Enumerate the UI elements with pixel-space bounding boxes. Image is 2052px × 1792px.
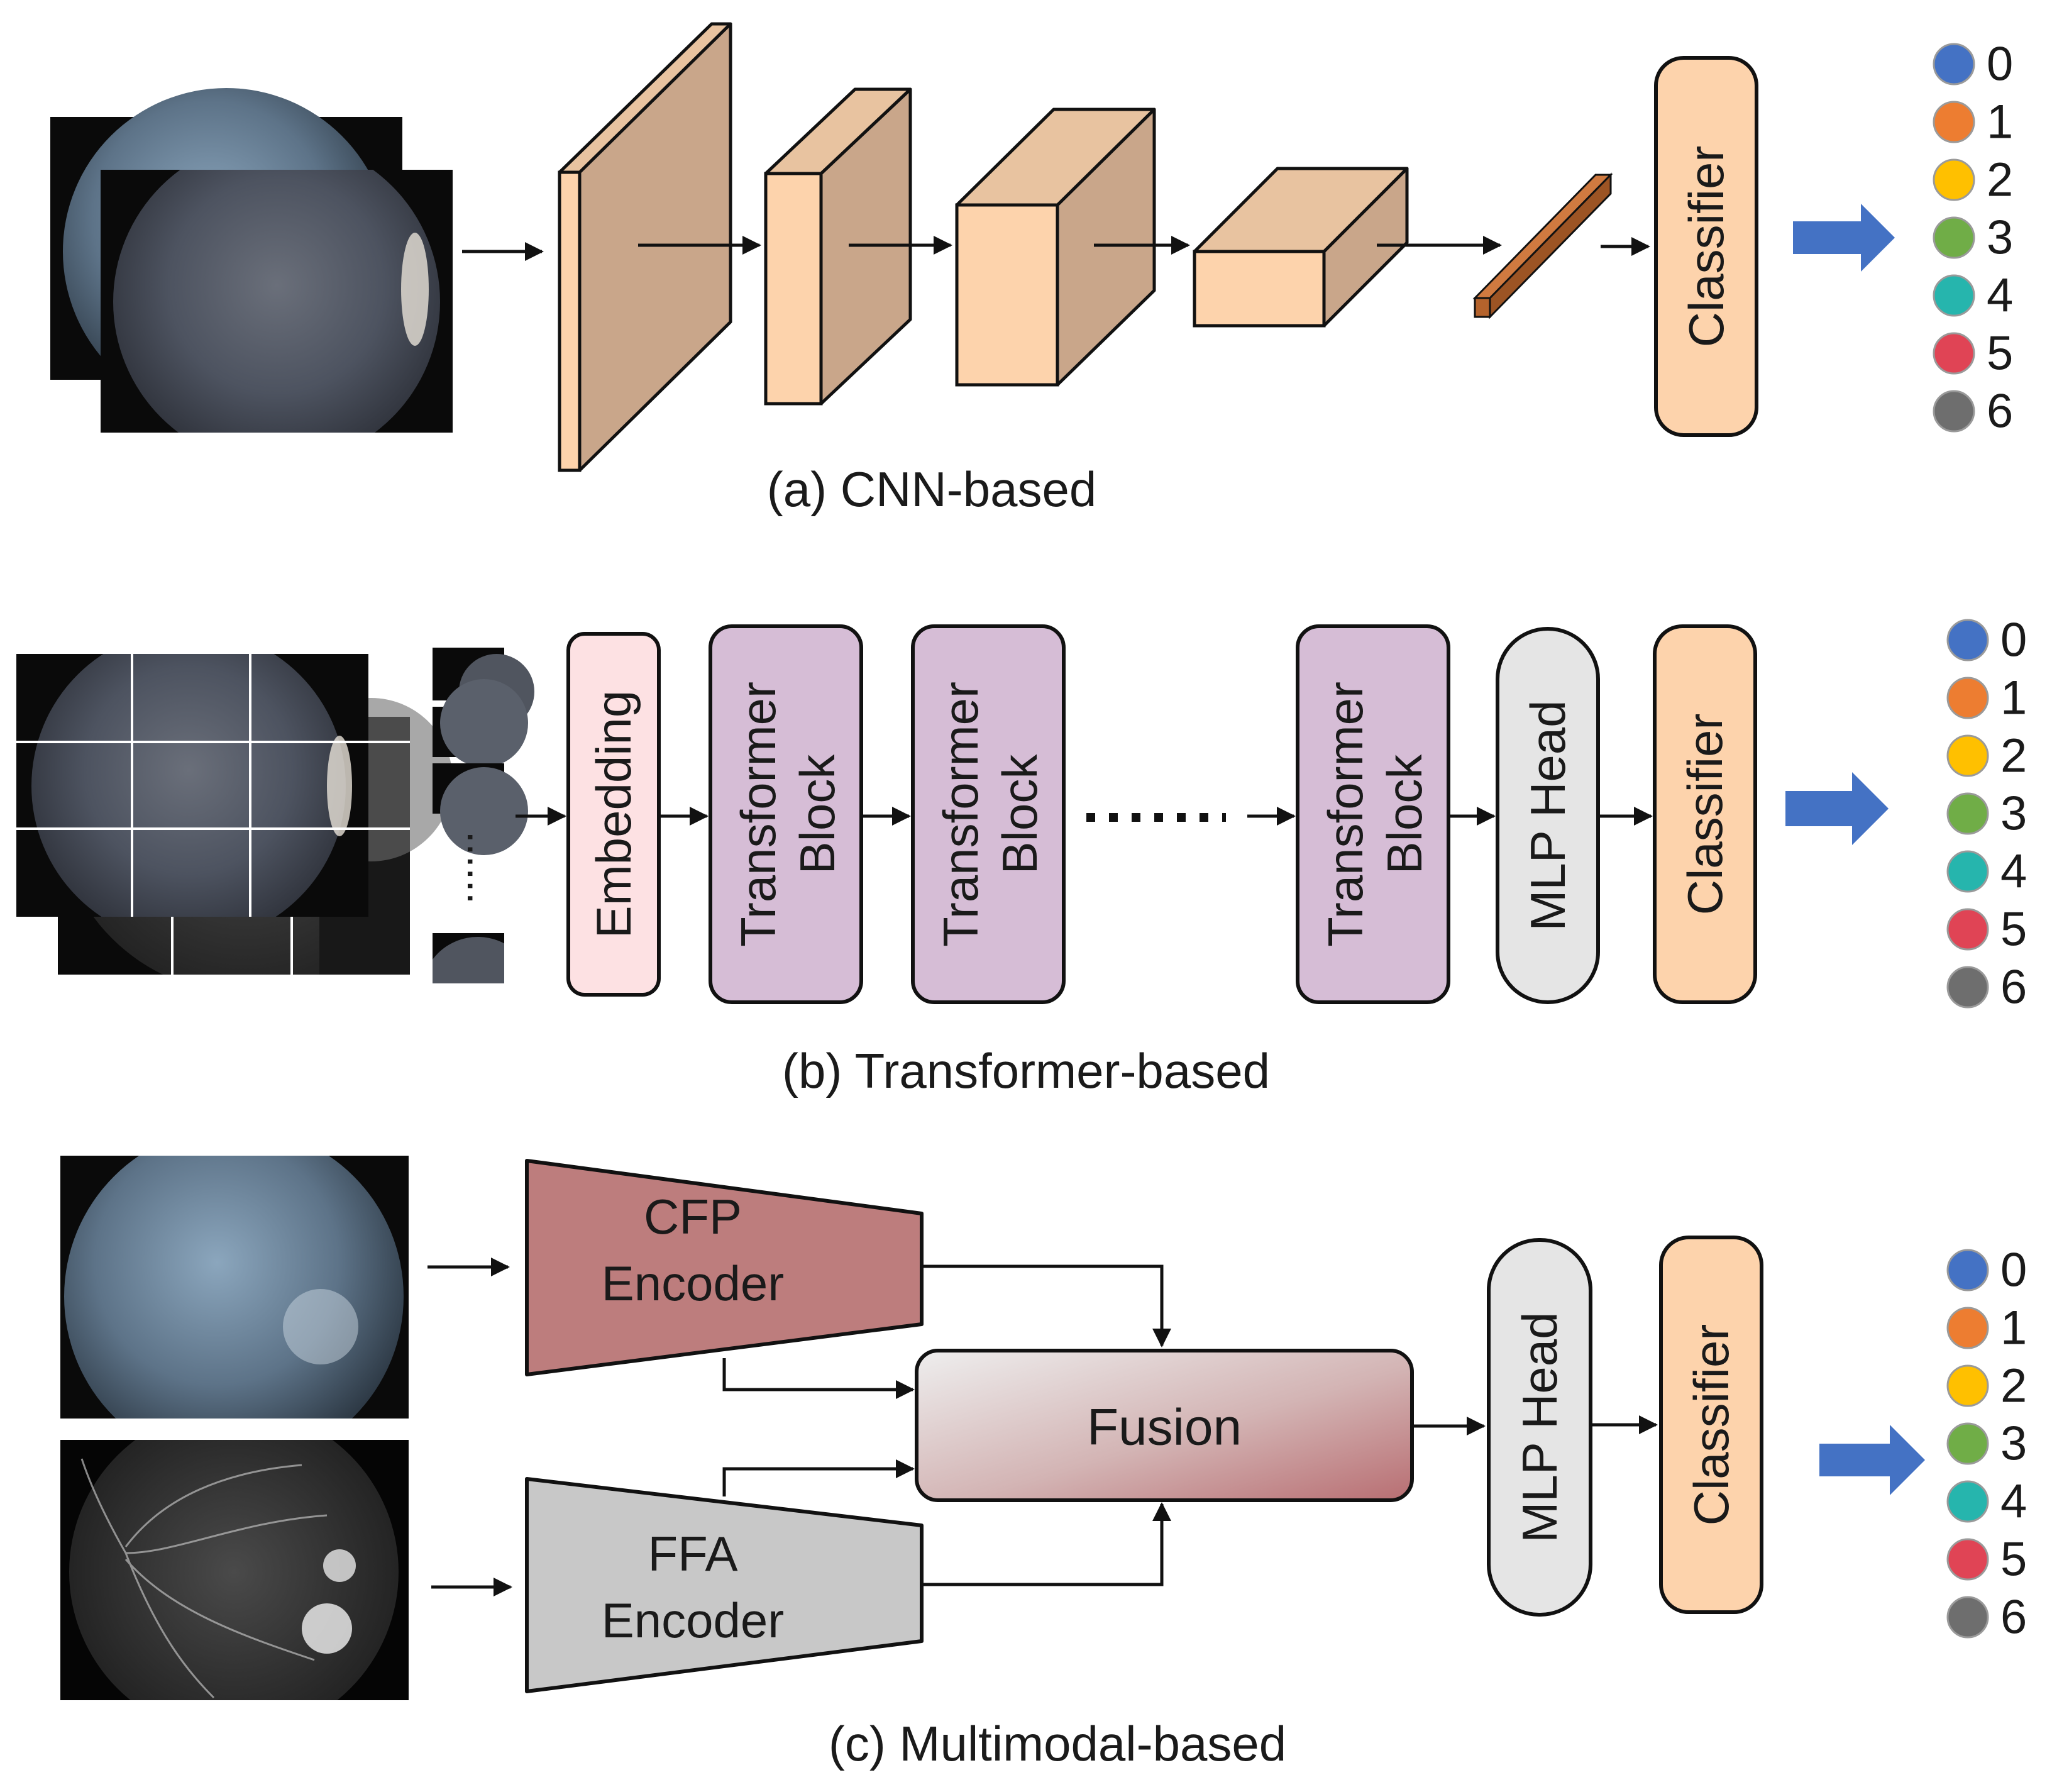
mlp-head-block-b: MLP Head xyxy=(1496,627,1600,1004)
ffa-encoder-line1: FFA xyxy=(648,1526,737,1581)
class-dot-0 xyxy=(1946,1249,1989,1291)
class-label-1: 1 xyxy=(2000,1302,2027,1355)
transformer-label-line2: Block xyxy=(1377,754,1432,875)
connector-cfp-bottom xyxy=(722,1358,915,1399)
class-label-1: 1 xyxy=(2000,672,2027,725)
transformer-block-1: Transformer Block xyxy=(709,624,863,1004)
class-label-3: 3 xyxy=(1987,211,2013,265)
transformer-label-line1: Transformer xyxy=(1318,682,1373,947)
class-dot-4 xyxy=(1946,850,1989,893)
cfp-encoder-line1: CFP xyxy=(644,1189,742,1244)
class-label-2: 2 xyxy=(1987,153,2013,207)
class-dot-5 xyxy=(1946,1538,1989,1581)
classifier-label: Classifier xyxy=(1677,714,1733,915)
patch-sequence: ...... xyxy=(433,648,534,983)
cnn-layer-2 xyxy=(764,87,912,406)
class-dot-6 xyxy=(1946,966,1989,1009)
transformer-label-line1: Transformer xyxy=(731,682,786,947)
mlp-head-label: MLP Head xyxy=(1512,1312,1567,1542)
mlp-head-label: MLP Head xyxy=(1520,700,1575,931)
mlp-head-block-c: MLP Head xyxy=(1487,1238,1592,1617)
panel-a-cnn: Classifier (a) CNN-based xyxy=(50,22,1895,517)
class-label-6: 6 xyxy=(1987,385,2013,438)
class-dot-4 xyxy=(1946,1480,1989,1523)
cfp-image xyxy=(60,1156,409,1419)
class-dot-6 xyxy=(1946,1596,1989,1639)
class-label-0: 0 xyxy=(1987,38,2013,91)
connector-ffa-top xyxy=(722,1459,915,1496)
ffa-encoder: FFA Encoder xyxy=(525,1477,924,1693)
fundus-image-stack-a xyxy=(50,88,453,433)
feature-vector xyxy=(1472,172,1613,319)
class-label-5: 5 xyxy=(2000,903,2027,956)
panel-c-multimodal: CFP Encoder FFA Encoder Fusion MLP Head … xyxy=(60,1156,1925,1771)
ffa-image xyxy=(60,1440,409,1700)
transformer-block-2: Transformer Block xyxy=(911,624,1066,1004)
connector-cfp-top xyxy=(922,1264,1171,1347)
class-label-0: 0 xyxy=(2000,614,2027,667)
output-arrow-a xyxy=(1793,204,1895,272)
class-dot-6 xyxy=(1933,390,1975,433)
class-label-4: 4 xyxy=(1987,269,2013,323)
class-label-3: 3 xyxy=(2000,787,2027,841)
class-label-5: 5 xyxy=(2000,1533,2027,1586)
transformer-label-line2: Block xyxy=(790,754,845,875)
class-label-3: 3 xyxy=(2000,1417,2027,1471)
class-dot-3 xyxy=(1933,216,1975,259)
fusion-label: Fusion xyxy=(1087,1399,1242,1456)
output-arrow-c xyxy=(1819,1425,1925,1495)
caption-b: (b) Transformer-based xyxy=(782,1043,1270,1098)
fundus-image-patch-grid xyxy=(16,654,453,975)
class-dot-3 xyxy=(1946,1422,1989,1465)
cnn-layer-3 xyxy=(955,108,1156,387)
classifier-block-b: Classifier xyxy=(1653,624,1757,1004)
cnn-layer-4 xyxy=(1193,167,1409,328)
patch-ellipsis: ...... xyxy=(458,831,507,905)
class-label-4: 4 xyxy=(2000,1475,2027,1529)
connector-ffa-bottom xyxy=(922,1502,1171,1586)
class-label-1: 1 xyxy=(1987,96,2013,149)
class-label-6: 6 xyxy=(2000,1591,2027,1644)
classifier-block-a: Classifier xyxy=(1654,56,1758,437)
transformer-label-line1: Transformer xyxy=(933,682,988,947)
panel-b-transformer: ...... Embedding Transformer Block Trans… xyxy=(16,624,1889,1098)
class-dot-1 xyxy=(1933,101,1975,143)
ffa-encoder-line2: Encoder xyxy=(602,1593,785,1648)
classifier-label: Classifier xyxy=(1679,146,1734,348)
caption-c: (c) Multimodal-based xyxy=(829,1716,1286,1771)
class-dot-1 xyxy=(1946,677,1989,719)
class-dot-5 xyxy=(1933,332,1975,375)
class-label-0: 0 xyxy=(2000,1244,2027,1297)
cfp-encoder-line2: Encoder xyxy=(602,1256,785,1311)
classifier-block-c: Classifier xyxy=(1659,1236,1763,1614)
class-label-5: 5 xyxy=(1987,327,2013,380)
embedding-label: Embedding xyxy=(586,690,641,939)
transformer-block-n: Transformer Block xyxy=(1296,624,1450,1004)
class-dot-2 xyxy=(1946,734,1989,777)
class-dot-1 xyxy=(1946,1307,1989,1349)
class-dot-0 xyxy=(1946,619,1989,661)
fusion-block: Fusion xyxy=(915,1349,1414,1502)
embedding-block: Embedding xyxy=(566,632,661,997)
class-dot-2 xyxy=(1933,158,1975,201)
cnn-layer-1 xyxy=(558,22,732,472)
classifier-label: Classifier xyxy=(1684,1324,1739,1526)
class-dot-5 xyxy=(1946,908,1989,951)
class-label-4: 4 xyxy=(2000,845,2027,899)
cfp-encoder: CFP Encoder xyxy=(525,1159,924,1376)
output-arrow-b xyxy=(1785,772,1889,845)
class-label-2: 2 xyxy=(2000,729,2027,783)
class-label-6: 6 xyxy=(2000,961,2027,1014)
class-dot-2 xyxy=(1946,1364,1989,1407)
class-dot-3 xyxy=(1946,792,1989,835)
transformer-label-line2: Block xyxy=(992,754,1047,875)
class-dot-0 xyxy=(1933,43,1975,86)
class-label-2: 2 xyxy=(2000,1359,2027,1413)
caption-a: (a) CNN-based xyxy=(767,462,1096,517)
class-dot-4 xyxy=(1933,274,1975,317)
